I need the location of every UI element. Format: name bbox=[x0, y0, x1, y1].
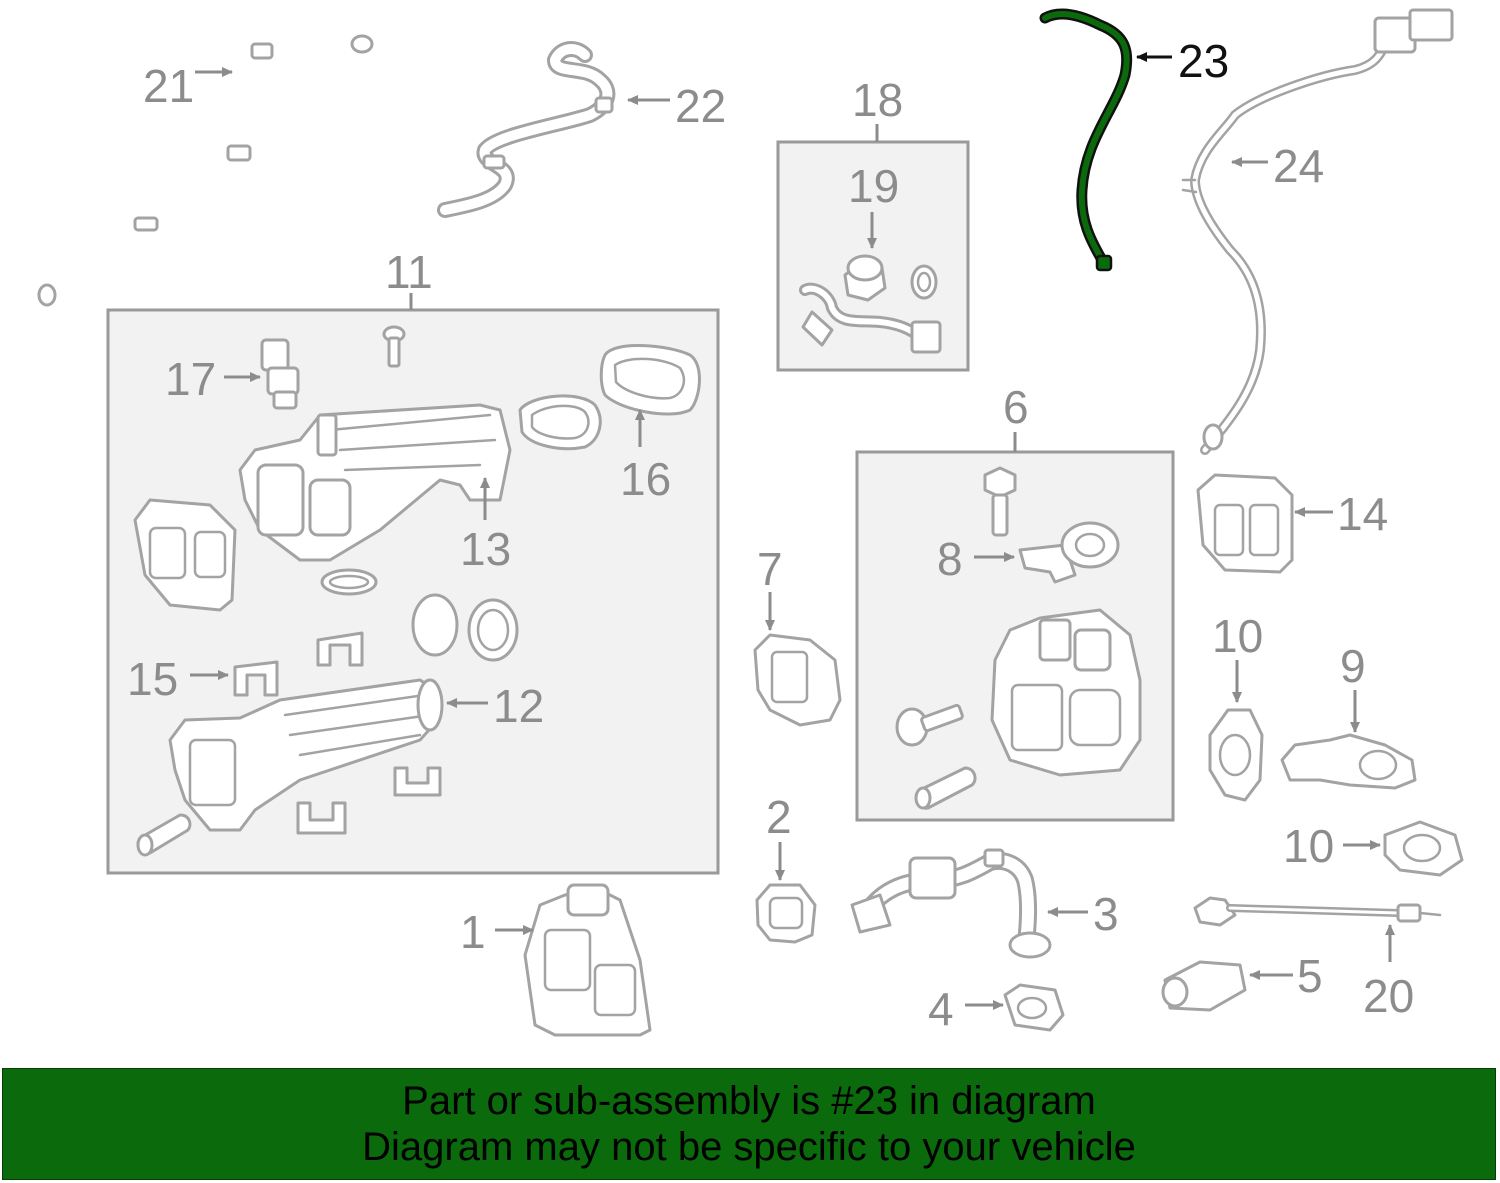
callout-21: 21 bbox=[143, 60, 194, 112]
bolt-6b bbox=[895, 703, 964, 747]
gasket-left-11 bbox=[133, 498, 237, 612]
callout-8: 8 bbox=[937, 533, 963, 585]
gasket-upper-11 bbox=[518, 394, 602, 451]
part-21-hose bbox=[37, 23, 375, 307]
part-18-sensor-harness bbox=[799, 282, 942, 354]
callout-1: 1 bbox=[460, 906, 486, 958]
part-20-sensor bbox=[1193, 896, 1442, 927]
callout-17: 17 bbox=[165, 353, 216, 405]
callout-15: 15 bbox=[127, 653, 178, 705]
part-1-egr-valve bbox=[523, 883, 652, 1037]
callout-14: 14 bbox=[1337, 488, 1388, 540]
part-9-connector bbox=[1280, 733, 1417, 790]
info-banner: Part or sub-assembly is #23 in diagram D… bbox=[2, 1068, 1496, 1180]
part-12-egr-cooler-lower bbox=[168, 678, 444, 832]
part-4-gasket bbox=[1003, 983, 1065, 1032]
banner-line-2: Diagram may not be specific to your vehi… bbox=[362, 1125, 1136, 1169]
callout-3: 3 bbox=[1093, 888, 1119, 940]
part-17-sensor bbox=[260, 338, 300, 410]
callout-12: 12 bbox=[493, 680, 544, 732]
parts-diagram: 21 22 23 24 18 19 11 17 16 13 15 12 6 8 … bbox=[37, 8, 1464, 1037]
part-22-hose bbox=[437, 41, 616, 218]
callout-5: 5 bbox=[1297, 950, 1323, 1002]
part-19-sensor bbox=[843, 254, 938, 302]
part-5-bracket bbox=[1161, 960, 1247, 1012]
callout-6: 6 bbox=[1003, 381, 1029, 433]
callout-24: 24 bbox=[1273, 140, 1324, 192]
callout-11: 11 bbox=[385, 246, 433, 298]
callout-10b: 10 bbox=[1283, 820, 1334, 872]
part-7-gasket bbox=[753, 633, 842, 727]
pin-6 bbox=[914, 766, 977, 810]
callout-10a: 10 bbox=[1212, 610, 1263, 662]
callout-2: 2 bbox=[766, 791, 792, 843]
o-rings-11 bbox=[320, 568, 519, 662]
bolt-6 bbox=[983, 466, 1017, 537]
banner-line-1: Part or sub-assembly is #23 in diagram bbox=[402, 1079, 1096, 1123]
callout-18: 18 bbox=[852, 74, 903, 126]
part-13-egr-cooler-upper bbox=[238, 403, 512, 562]
part-10-gasket-b bbox=[1383, 820, 1464, 877]
part-2-gasket bbox=[755, 883, 817, 944]
callout-22: 22 bbox=[675, 80, 726, 132]
callout-23: 23 bbox=[1178, 35, 1229, 87]
callout-16: 16 bbox=[620, 453, 671, 505]
part-10-gasket-a bbox=[1208, 708, 1264, 802]
part-8-actuator bbox=[1018, 521, 1120, 584]
callout-19: 19 bbox=[848, 160, 899, 212]
bolt-11 bbox=[382, 325, 406, 368]
part-6-egr-valve bbox=[990, 608, 1142, 777]
part-24-sensor-wire bbox=[1181, 8, 1454, 455]
part-14-gasket bbox=[1196, 473, 1294, 574]
callout-7: 7 bbox=[757, 543, 783, 595]
part-3-egr-tube bbox=[850, 848, 1052, 959]
callout-20: 20 bbox=[1363, 970, 1414, 1022]
part-23-hose bbox=[1039, 8, 1133, 272]
callout-4: 4 bbox=[928, 983, 954, 1035]
callout-13: 13 bbox=[460, 523, 511, 575]
callout-9: 9 bbox=[1340, 640, 1366, 692]
pipe-stub-11 bbox=[136, 813, 192, 857]
part-15-clamps bbox=[233, 631, 442, 835]
part-16-gasket bbox=[599, 344, 701, 416]
